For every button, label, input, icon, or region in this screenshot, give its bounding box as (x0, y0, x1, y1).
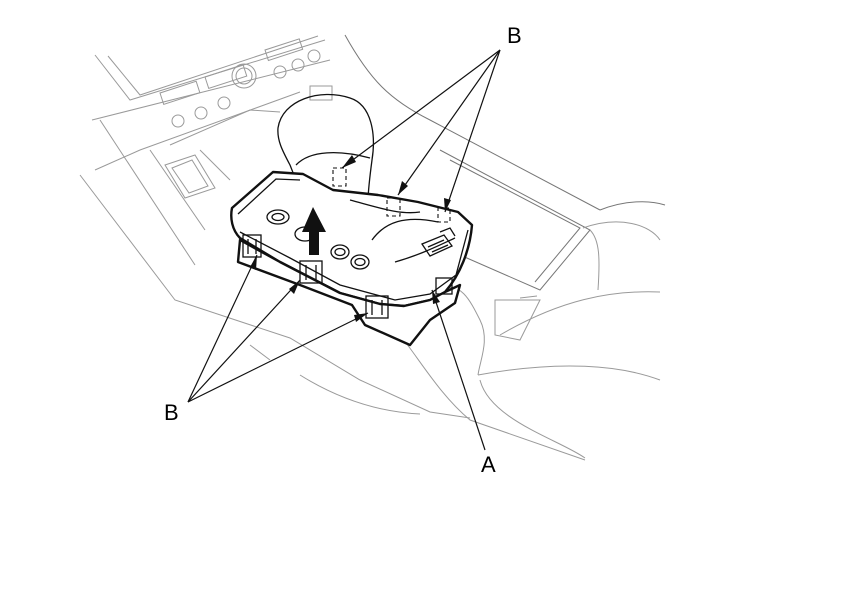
console-right-edge (344, 34, 666, 291)
panel-base (236, 238, 462, 347)
radio-panel (159, 38, 333, 128)
lower-console-lines (249, 334, 586, 461)
callout-b-bottom: B (164, 400, 179, 425)
cup-holder-area (164, 149, 231, 199)
shift-panel-a (230, 170, 474, 308)
leader-line-a (431, 289, 486, 451)
lift-arrow (302, 207, 326, 255)
callout-a: A (481, 452, 496, 477)
callout-b-top: B (507, 23, 522, 48)
retaining-clips (242, 234, 453, 319)
seat-outline (439, 221, 661, 459)
leader-lines-b-top (341, 49, 501, 213)
leader-lines-b-bottom (187, 254, 369, 403)
dashboard-outline (79, 35, 471, 419)
